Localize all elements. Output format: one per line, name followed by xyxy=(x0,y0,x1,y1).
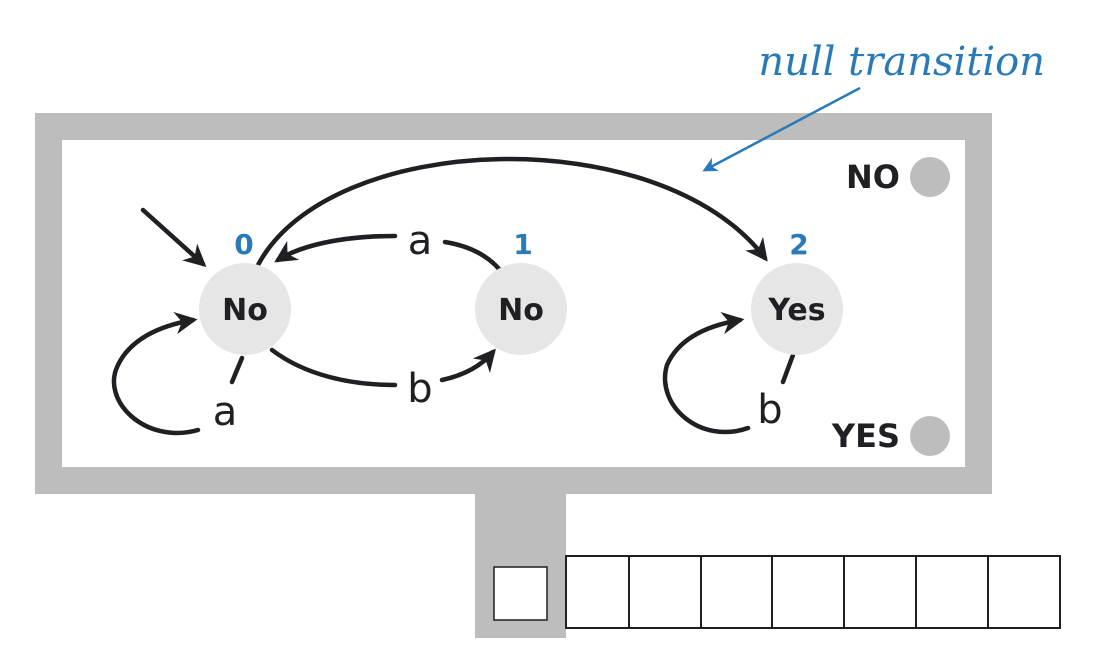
edge-label-0-to-1: b xyxy=(407,366,432,412)
edge-label-1-to-0: a xyxy=(408,218,433,264)
indicator-no-light xyxy=(910,157,950,197)
state-1-circle xyxy=(475,263,567,355)
state-1: No 1 xyxy=(475,228,567,355)
state-0-label: No xyxy=(222,293,268,328)
edge-0-to-1-b-tail xyxy=(269,347,398,388)
state-2: Yes 2 xyxy=(751,228,843,355)
annotation-text: null transition xyxy=(758,39,1045,85)
edge-0-loop-a-tail xyxy=(229,355,245,385)
edge-2-loop-b-tail xyxy=(780,352,796,385)
edge-0-to-2-null xyxy=(255,156,768,268)
state-0-number: 0 xyxy=(234,228,253,261)
state-1-number: 1 xyxy=(513,228,532,261)
indicator-no: NO xyxy=(846,157,950,197)
edge-1-to-0-a-tail xyxy=(442,239,503,273)
state-2-circle xyxy=(751,263,843,355)
edge-0-to-1-b xyxy=(439,348,496,383)
edge-1-to-0-a xyxy=(274,233,398,263)
state-0-circle xyxy=(199,263,291,355)
state-2-number: 2 xyxy=(789,228,808,261)
edge-2-loop-b xyxy=(662,311,751,435)
start-arrow xyxy=(140,207,207,268)
indicator-no-label: NO xyxy=(846,158,900,196)
annotation-pointer xyxy=(702,86,861,172)
edge-0-loop-a xyxy=(111,311,201,436)
indicator-yes-light xyxy=(910,416,950,456)
edge-label-0-loop: a xyxy=(213,389,238,435)
null-transition-annotation: null transition xyxy=(702,39,1045,172)
input-tape xyxy=(565,555,1061,629)
state-1-label: No xyxy=(498,293,544,328)
indicator-yes-label: YES xyxy=(831,417,900,455)
indicator-yes: YES xyxy=(831,416,950,456)
state-0: No 0 xyxy=(199,228,291,355)
edges xyxy=(111,156,796,436)
edge-label-2-loop: b xyxy=(757,387,782,433)
state-2-label: Yes xyxy=(767,293,825,328)
tape-cell-current xyxy=(493,566,548,621)
